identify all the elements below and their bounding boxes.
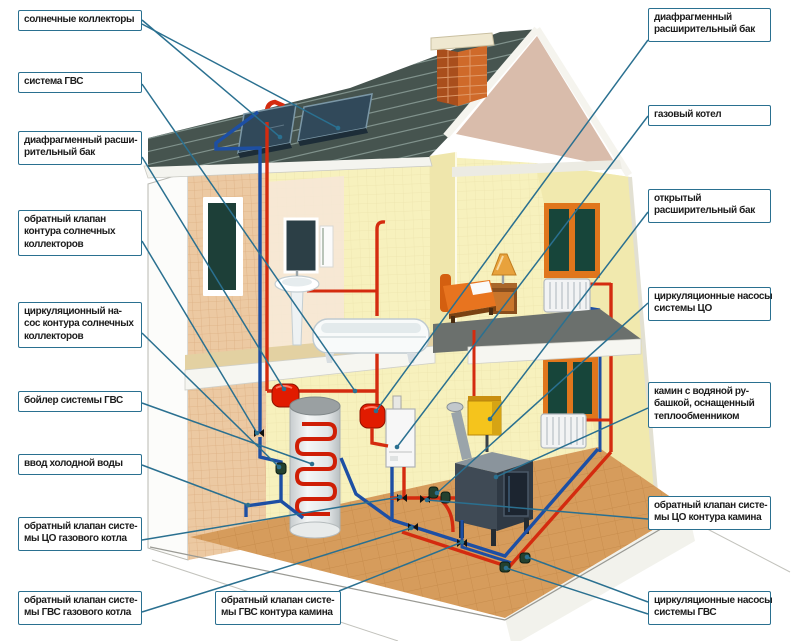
table-lamp [491,253,517,284]
solar-panel-2-edge [298,128,368,146]
leader-cold-water-inlet [141,464,249,506]
gable-barge-right [534,27,632,177]
label-cold-water-inlet: ввод холодной воды [18,454,142,476]
dhw-storage-tank [289,396,341,539]
cold-main-floor-run [391,447,600,558]
boiler-expansion-tank [359,403,386,429]
label-gas-boiler: газовый котел [648,105,771,127]
leader-fireplace-ch-valve [426,499,649,520]
upper-window [544,203,600,278]
label-solar-check-valve: обратный клапан контура солнечных коллек… [18,210,142,257]
label-open-expansion-tank: открытый расширительный бак [648,189,771,223]
leader-lines [141,19,649,615]
leader-gas-boiler-ch-valve [141,496,401,541]
leader-gas-boiler [396,115,649,448]
pedestal-sink [274,271,320,346]
shower-riser-pipe [375,220,386,316]
label-water-jacket-fireplace: камин с водяной ру- башкой, оснащенный т… [648,382,771,429]
leader-dhw-boiler [141,402,313,465]
solar-expansion-tank [271,383,300,408]
label-gas-boiler-ch-check-valve: обратный клапан систе- мы ЦО газового ко… [18,517,142,551]
solar-panel-2 [297,93,373,142]
foundation-right-face [505,509,695,641]
leader-dhw-pumps-1 [526,556,649,603]
bathtub [312,318,430,363]
label-ch-circulation-pumps: циркуляционные насосы системы ЦО [648,287,773,321]
chimney-cap [430,32,495,51]
label-fireplace-ch-check-valve: обратный клапан систе- мы ЦО контура кам… [648,496,771,530]
foundation-edge-right [504,511,691,621]
second-floor-slab [184,309,642,391]
chimney [430,32,495,106]
leader-dhw-pumps-2 [505,567,649,615]
label-diaphragm-expansion-tank: диафрагменный расши- рительный бак [18,131,142,165]
tank-return-pipe [339,457,393,522]
fireplace-glass-door [503,471,529,517]
label-dhw-boiler: бойлер системы ГВС [18,391,142,413]
fireplace-stove [446,402,533,546]
bed [440,274,496,323]
bathroom-fixtures [274,217,430,363]
leader-ch-pumps [436,302,649,494]
label-solar-collectors: солнечные коллекторы [18,10,142,32]
tank-cold-feed [279,499,305,520]
leader-dhw-system [141,83,356,392]
leader-solar-collectors-1 [141,19,281,138]
panel-frame-line [269,124,285,129]
leader-fireplace [495,407,649,478]
tank-heating-coil [294,422,338,516]
towel [319,225,334,268]
bedroom-furniture [440,253,517,323]
leader-fireplace-dhw-valve [338,541,463,592]
leader-diaphragm-tank-right [375,39,649,412]
leader-diaphragm-tank-left [141,156,285,390]
label-dhw-system: система ГВС [18,72,142,94]
label-gas-boiler-dhw-check-valve: обратный клапан систе- мы ГВС газового к… [18,591,142,625]
stove-under-loop [460,520,513,565]
mirror [283,217,319,274]
solar-panel-1-edge [238,143,292,158]
attic-floor-strip [452,160,622,177]
bathroom-slab-face [184,345,436,391]
solar-cold-pipe [214,110,262,433]
open-expansion-tank [467,396,502,452]
label-fireplace-dhw-check-valve: обратный клапан систе- мы ГВС контура ка… [215,591,341,625]
fireplace-flue [451,410,472,461]
label-diaphragm-expansion-tank-boiler: диафрагменный расширительный бак [648,8,771,42]
gas-boiler-unit [385,395,416,468]
bedroom-slab-face [467,338,642,365]
label-solar-pump: циркуляционный на- сос контура солнечных… [18,302,142,349]
ground-floor-equipment [267,383,533,546]
leader-solar-check-valve [141,240,258,434]
upper-floor-pipes [214,110,476,433]
leader-solar-collectors-2 [141,23,339,129]
label-dhw-circulation-pumps: циркуляционные насосы системы ГВС [648,591,773,625]
leader-dots [245,125,530,571]
lower-radiator [540,413,611,449]
boiler-hot-feed [370,392,389,448]
left-window-glass [208,203,236,290]
lower-window [543,356,598,420]
leader-open-tank [489,211,649,420]
gable-barge-left [443,26,540,139]
front-corner-strip [147,171,189,561]
foundation-edge-left [149,546,506,621]
leader-gas-boiler-dhw-valve [141,527,412,613]
